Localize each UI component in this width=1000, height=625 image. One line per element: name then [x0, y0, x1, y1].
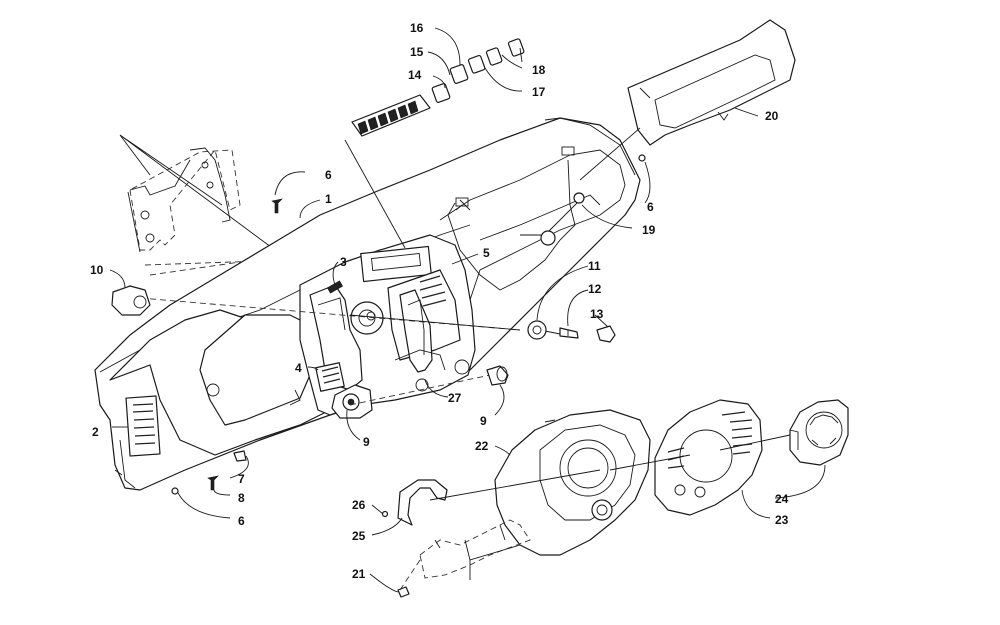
callout-17: 17: [532, 85, 546, 99]
power-socket: [486, 365, 509, 386]
callout-20: 20: [765, 109, 779, 123]
speedometer-gauge: [789, 399, 849, 466]
callout-23: 23: [775, 513, 789, 527]
callout-18: 18: [532, 63, 546, 77]
callout-4: 4: [295, 361, 302, 375]
gauge-faceplate: [654, 399, 763, 516]
screw-21: [397, 586, 410, 598]
callout-22: 22: [475, 439, 489, 453]
fastener-7: [233, 450, 247, 462]
callout-6-right: 6: [647, 200, 654, 214]
callout-9-left: 9: [363, 435, 370, 449]
ignition-switch: [111, 285, 151, 316]
bezel-ring: [527, 320, 547, 340]
switch-caps: [431, 38, 525, 103]
callout-12: 12: [588, 282, 602, 296]
callout-13: 13: [590, 307, 604, 321]
callout-6-lower: 6: [238, 514, 245, 528]
gauge-housing: [494, 409, 651, 556]
callout-11: 11: [588, 259, 601, 273]
screw-26: [381, 510, 389, 518]
callout-leaders: [109, 27, 826, 593]
callout-10: 10: [90, 263, 104, 277]
callout-1: 1: [325, 192, 332, 206]
callout-7: 7: [238, 472, 245, 486]
callout-8: 8: [238, 491, 245, 505]
key: [559, 327, 579, 339]
key-cap: [596, 325, 616, 343]
callout-3: 3: [340, 255, 347, 269]
callout-25: 25: [352, 529, 366, 543]
screw-6-lower: [171, 487, 179, 495]
callout-6-upper: 6: [325, 168, 332, 182]
mounting-bracket-lower: [399, 519, 531, 591]
rivet-8: [207, 475, 219, 491]
screw-6-right: [638, 154, 646, 162]
upper-dash-cover: [627, 19, 796, 146]
callout-14: 14: [408, 68, 422, 82]
callout-2: 2: [92, 425, 99, 439]
gauge-clamp: [397, 479, 448, 526]
callout-5: 5: [483, 246, 490, 260]
callout-21: 21: [352, 567, 366, 581]
callout-9-right: 9: [480, 414, 487, 428]
callout-16: 16: [410, 21, 424, 35]
switch-panel: [351, 94, 431, 137]
callout-19: 19: [642, 223, 656, 237]
callout-15: 15: [410, 45, 424, 59]
wire-harness: [447, 159, 576, 291]
callout-26: 26: [352, 498, 366, 512]
knob-19: [540, 192, 585, 246]
dashboard-panel: [94, 117, 641, 491]
callout-numbers: 1 2 3 4 5 6 6 6 7 8 9 9 10 11 12 13 14 1…: [90, 21, 789, 581]
callout-27: 27: [448, 391, 462, 405]
callout-24: 24: [775, 492, 789, 506]
screw-6-upper: [271, 198, 283, 214]
